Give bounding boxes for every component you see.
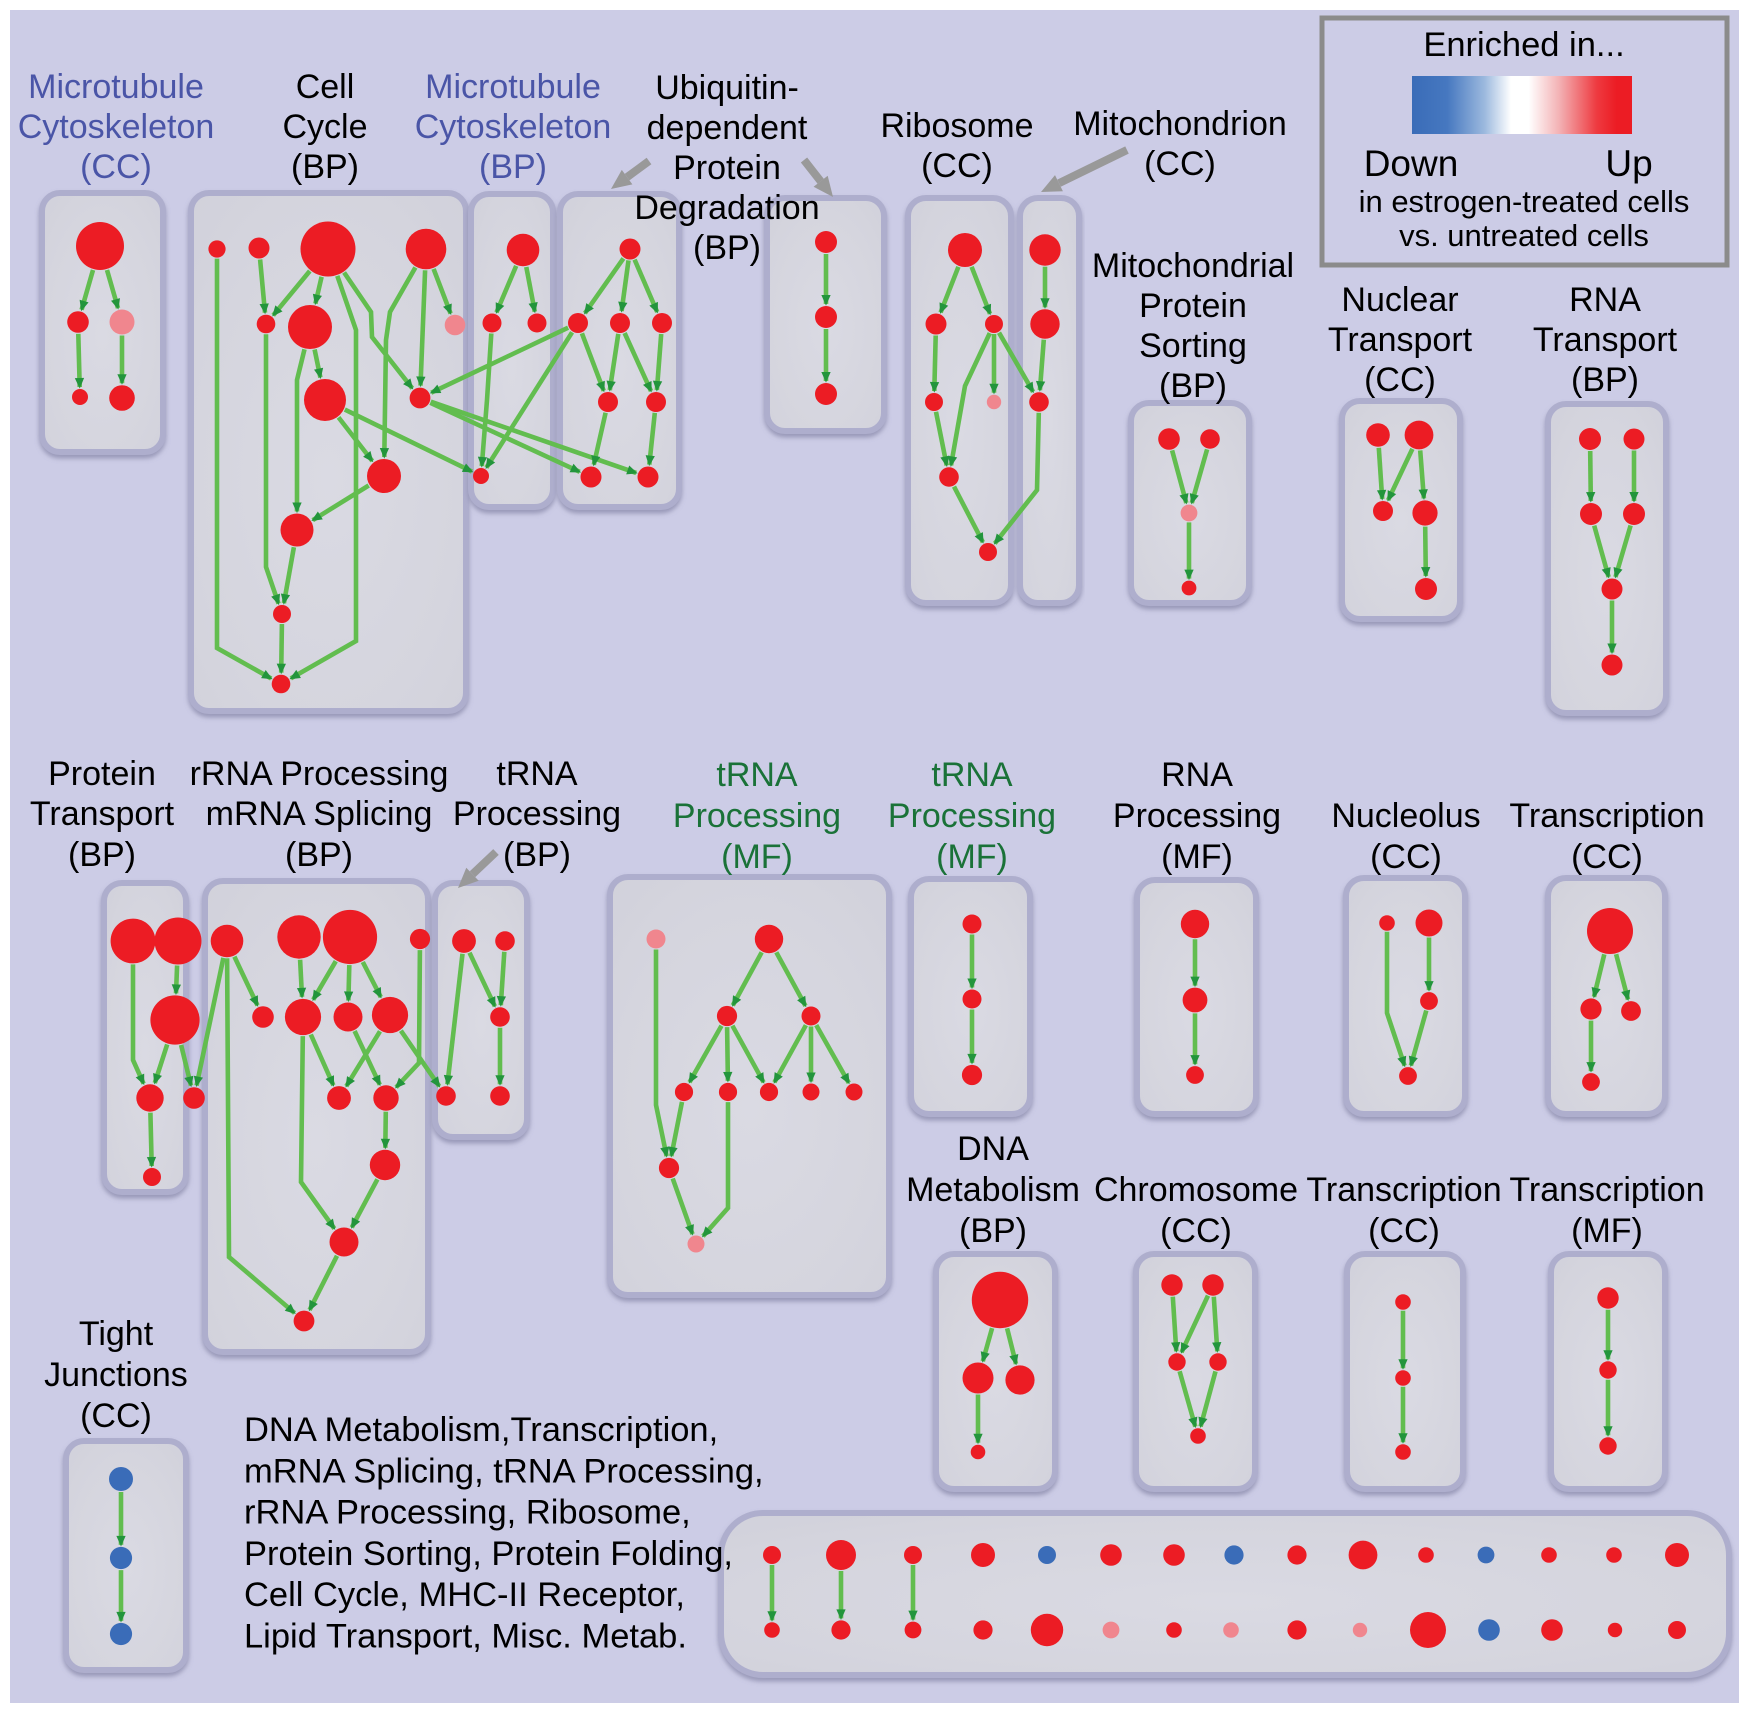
svg-text:dependent: dependent (647, 109, 808, 147)
svg-text:Transport: Transport (1533, 321, 1678, 359)
svg-text:Lipid Transport, Misc. Metab.: Lipid Transport, Misc. Metab. (244, 1618, 687, 1656)
svg-text:Metabolism: Metabolism (906, 1171, 1080, 1209)
svg-text:Protein: Protein (1139, 287, 1247, 325)
svg-text:Junctions: Junctions (44, 1356, 188, 1394)
svg-text:(BP): (BP) (1571, 361, 1639, 399)
svg-text:(MF): (MF) (936, 838, 1008, 876)
svg-text:mRNA Splicing: mRNA Splicing (206, 795, 433, 833)
svg-text:Sorting: Sorting (1139, 327, 1247, 365)
svg-text:(BP): (BP) (693, 229, 761, 267)
svg-text:DNA: DNA (957, 1130, 1029, 1168)
svg-text:Nuclear: Nuclear (1341, 281, 1458, 319)
svg-text:(CC): (CC) (80, 148, 152, 186)
svg-text:Cycle: Cycle (282, 108, 367, 146)
svg-text:(CC): (CC) (921, 147, 993, 185)
svg-text:(MF): (MF) (1161, 838, 1233, 876)
svg-text:in estrogen-treated cells: in estrogen-treated cells (1359, 184, 1690, 219)
svg-text:Cytoskeleton: Cytoskeleton (18, 108, 215, 146)
svg-text:RNA: RNA (1161, 756, 1233, 794)
svg-text:(CC): (CC) (1160, 1212, 1232, 1250)
svg-text:(BP): (BP) (68, 836, 136, 874)
svg-text:Mitochondrion: Mitochondrion (1073, 105, 1287, 143)
svg-text:(BP): (BP) (959, 1212, 1027, 1250)
svg-text:Microtubule: Microtubule (28, 68, 204, 106)
svg-text:(CC): (CC) (1368, 1212, 1440, 1250)
svg-text:tRNA: tRNA (716, 756, 798, 794)
svg-text:Enriched in...: Enriched in... (1423, 26, 1624, 64)
svg-text:(CC): (CC) (1144, 145, 1216, 183)
svg-text:Cell Cycle, MHC-II Receptor,: Cell Cycle, MHC-II Receptor, (244, 1576, 685, 1614)
svg-text:Cell: Cell (296, 68, 355, 106)
svg-text:Microtubule: Microtubule (425, 68, 601, 106)
svg-text:Transport: Transport (30, 795, 175, 833)
svg-text:Processing: Processing (888, 797, 1056, 835)
svg-text:rRNA Processing, Ribosome,: rRNA Processing, Ribosome, (244, 1494, 691, 1532)
svg-text:Processing: Processing (673, 797, 841, 835)
svg-text:Tight: Tight (79, 1315, 154, 1353)
svg-text:Processing: Processing (453, 795, 621, 833)
svg-text:Cytoskeleton: Cytoskeleton (415, 108, 612, 146)
svg-text:(BP): (BP) (285, 836, 353, 874)
svg-text:Protein: Protein (673, 149, 781, 187)
svg-text:(MF): (MF) (721, 838, 793, 876)
svg-text:Transcription: Transcription (1509, 797, 1704, 835)
svg-text:Processing: Processing (1113, 797, 1281, 835)
svg-text:tRNA: tRNA (931, 756, 1013, 794)
svg-text:Transcription: Transcription (1509, 1171, 1704, 1209)
svg-text:Up: Up (1605, 143, 1652, 184)
svg-text:DNA Metabolism,Transcription,: DNA Metabolism,Transcription, (244, 1411, 718, 1449)
svg-text:mRNA Splicing, tRNA Processing: mRNA Splicing, tRNA Processing, (244, 1452, 764, 1490)
svg-text:(CC): (CC) (1364, 361, 1436, 399)
svg-text:(MF): (MF) (1571, 1212, 1643, 1250)
svg-text:Ubiquitin-: Ubiquitin- (655, 69, 799, 107)
svg-text:Nucleolus: Nucleolus (1331, 797, 1480, 835)
svg-text:(CC): (CC) (80, 1397, 152, 1435)
svg-text:Down: Down (1364, 143, 1459, 184)
svg-text:RNA: RNA (1569, 281, 1641, 319)
svg-text:(BP): (BP) (1159, 367, 1227, 405)
svg-text:Chromosome: Chromosome (1094, 1171, 1298, 1209)
svg-text:(CC): (CC) (1370, 838, 1442, 876)
svg-text:Ribosome: Ribosome (880, 107, 1033, 145)
svg-text:Transport: Transport (1328, 321, 1473, 359)
svg-text:(CC): (CC) (1571, 838, 1643, 876)
svg-text:(BP): (BP) (291, 148, 359, 186)
svg-text:Mitochondrial: Mitochondrial (1092, 247, 1294, 285)
svg-text:Protein: Protein (48, 755, 156, 793)
svg-text:tRNA: tRNA (496, 755, 578, 793)
svg-text:rRNA Processing: rRNA Processing (190, 755, 449, 793)
svg-text:(BP): (BP) (479, 148, 547, 186)
svg-text:Transcription: Transcription (1306, 1171, 1501, 1209)
svg-text:(BP): (BP) (503, 836, 571, 874)
svg-text:Degradation: Degradation (634, 189, 819, 227)
svg-text:vs. untreated cells: vs. untreated cells (1399, 218, 1649, 253)
svg-text:Protein Sorting, Protein Foldi: Protein Sorting, Protein Folding, (244, 1535, 733, 1573)
